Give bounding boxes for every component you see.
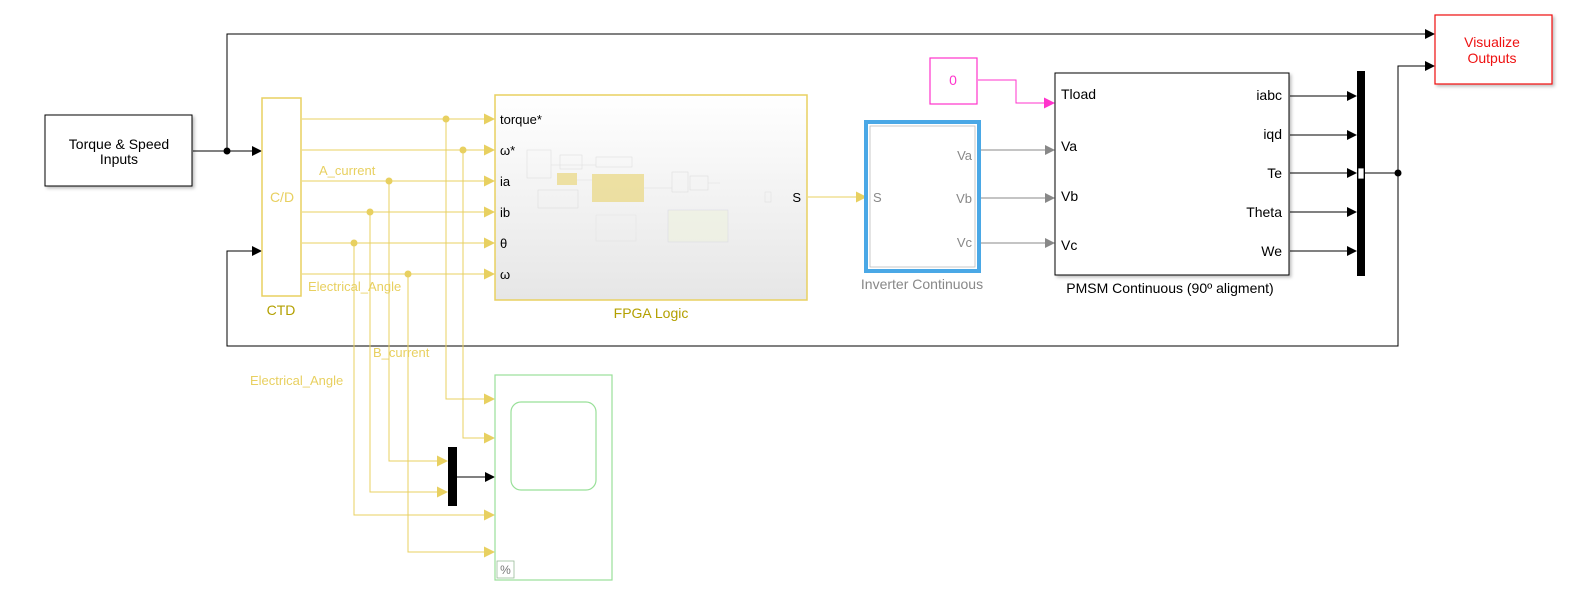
yellow-junction-dots xyxy=(350,115,467,278)
constant-value: 0 xyxy=(949,72,957,88)
electrical-angle-label-2: Electrical_Angle xyxy=(250,373,343,388)
yellow-signal-lines xyxy=(302,113,867,558)
fpga-port-ia: ia xyxy=(500,174,511,189)
torque-speed-inputs-block[interactable]: Torque & Speed Inputs xyxy=(44,114,193,187)
pmsm-continuous-block[interactable]: Tload Va Vb Vc iabc iqd Te Theta We PMSM… xyxy=(1054,72,1290,296)
fpga-port-ib: ib xyxy=(500,205,510,220)
inverter-port-s: S xyxy=(873,190,882,205)
constant-signal-line xyxy=(978,79,1055,109)
pmsm-port-we: We xyxy=(1261,243,1282,259)
inverter-name-label: Inverter Continuous xyxy=(861,276,983,292)
signal-labels: A_current Electrical_Angle B_current Ele… xyxy=(250,163,430,388)
pmsm-port-vb: Vb xyxy=(1061,188,1078,204)
b-current-label: B_current xyxy=(373,345,430,360)
fpga-port-omega-ref: ω* xyxy=(500,143,515,158)
pmsm-port-iqd: iqd xyxy=(1263,126,1282,142)
bus-creator-block[interactable] xyxy=(1357,71,1365,276)
constant-block[interactable]: 0 xyxy=(929,57,978,105)
a-current-label: A_current xyxy=(319,163,376,178)
pmsm-name-label: PMSM Continuous (90º aligment) xyxy=(1066,280,1273,296)
fpga-port-torque: torque* xyxy=(500,112,542,127)
pmsm-port-theta: Theta xyxy=(1246,204,1282,220)
fpga-preview-thumbnail xyxy=(526,149,772,243)
inverter-continuous-block[interactable]: S Va Vb Vc Inverter Continuous xyxy=(861,120,983,292)
fpga-logic-block[interactable]: torque* ω* ia ib θ ω S FPGA Logic xyxy=(494,94,808,321)
inverter-port-vc: Vc xyxy=(957,235,973,250)
pmsm-port-vc: Vc xyxy=(1061,237,1077,253)
scope-block[interactable]: % xyxy=(494,374,613,581)
visualize-label-2: Outputs xyxy=(1467,50,1516,66)
pmsm-port-te: Te xyxy=(1267,165,1282,181)
fpga-port-s: S xyxy=(792,190,801,205)
pmsm-port-tload: Tload xyxy=(1061,86,1096,102)
scope-screen xyxy=(510,401,597,491)
inverter-port-va: Va xyxy=(957,148,973,163)
ctd-name-label: CTD xyxy=(267,302,296,318)
torque-speed-label-2: Inputs xyxy=(100,151,138,167)
svg-text:%: % xyxy=(500,563,511,577)
fpga-port-omega: ω xyxy=(500,267,510,282)
fpga-name-label: FPGA Logic xyxy=(614,305,689,321)
pmsm-port-va: Va xyxy=(1061,138,1077,154)
junction-dots xyxy=(223,147,1402,177)
electrical-angle-label-1: Electrical_Angle xyxy=(308,279,401,294)
ctd-inner-label: C/D xyxy=(270,189,294,205)
ctd-block[interactable]: C/D CTD xyxy=(261,97,302,318)
black-signal-lines xyxy=(193,29,1435,482)
inverter-port-vb: Vb xyxy=(956,191,972,206)
scope-corner-icon: % xyxy=(496,560,515,579)
mux-block[interactable] xyxy=(448,447,457,506)
visualize-label-1: Visualize xyxy=(1464,34,1520,50)
torque-speed-label-1: Torque & Speed xyxy=(69,136,169,152)
fpga-port-theta: θ xyxy=(500,236,507,251)
pmsm-port-iabc: iabc xyxy=(1256,87,1282,103)
gray-signal-lines xyxy=(980,145,1055,248)
visualize-outputs-block[interactable]: Visualize Outputs xyxy=(1434,14,1553,85)
